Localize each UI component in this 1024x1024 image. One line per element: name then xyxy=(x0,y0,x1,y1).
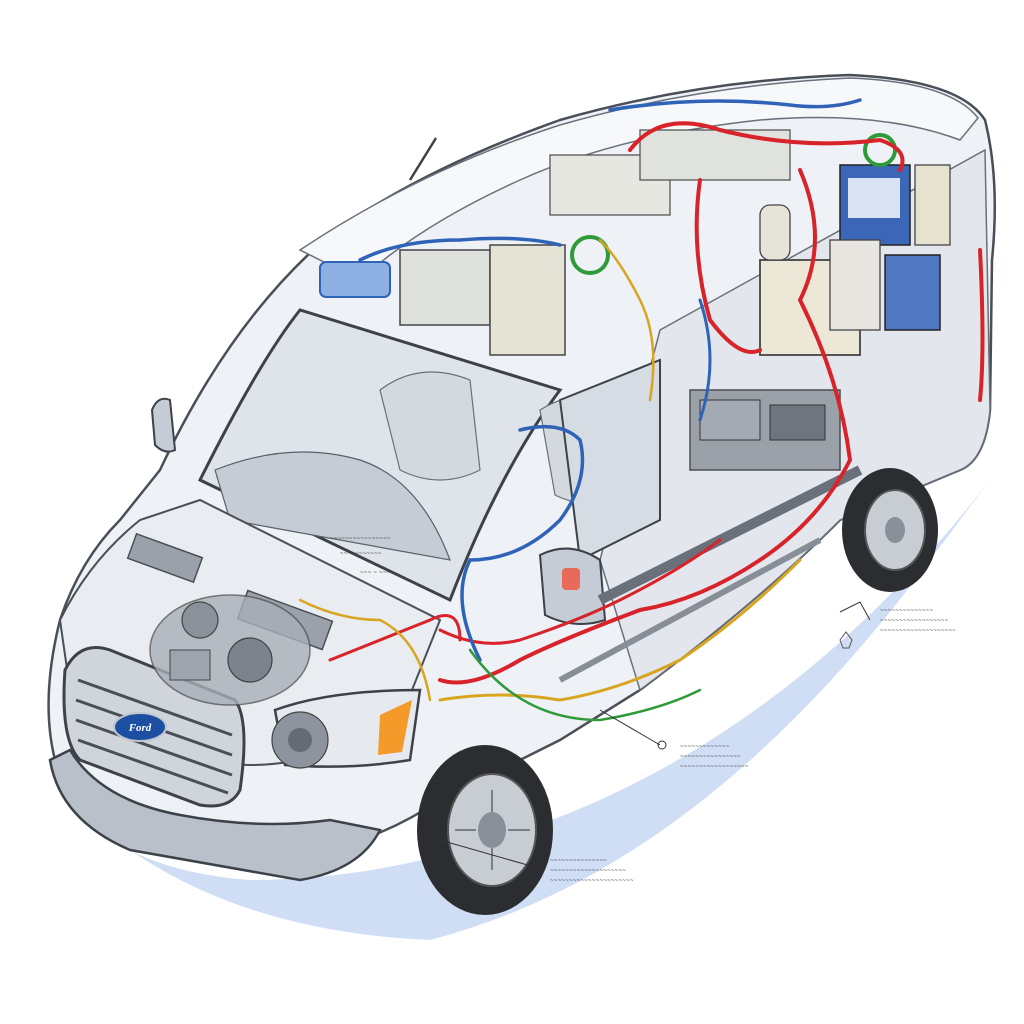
svg-text:~~~~~~~~~~~~~~~: ~~~~~~~~~~~~~~~ xyxy=(550,858,607,864)
svg-text:~~~~~~~~~~~~~~~~~~~~: ~~~~~~~~~~~~~~~~~~~~ xyxy=(550,868,626,874)
side-door-window xyxy=(558,358,661,562)
left-mirror xyxy=(150,397,177,453)
svg-text:~~~~~~~~~~~~~~~~~~~~~~: ~~~~~~~~~~~~~~~~~~~~~~ xyxy=(550,878,634,884)
front-wheel xyxy=(417,745,553,915)
svg-text:~~~~~~~~~~~~~~~~: ~~~~~~~~~~~~~~~~ xyxy=(680,754,741,760)
front-bumper xyxy=(48,748,382,882)
hood-vent-left xyxy=(126,532,204,584)
chassis-components xyxy=(558,389,863,683)
driver-seat xyxy=(379,371,481,481)
brand-badge-text: Ford xyxy=(128,722,152,734)
callout-dash: ~~~~~~~~~~~~~~~~ ~~~~~~~~~~~ ~~~ ~ ~~~ xyxy=(330,536,391,576)
svg-text:~~~~~~~~~~~~~~~~~~: ~~~~~~~~~~~~~~~~~~ xyxy=(880,618,949,624)
mirror-indicator xyxy=(562,568,580,590)
svg-text:~~~~~~~~~~~~~~~~: ~~~~~~~~~~~~~~~~ xyxy=(330,536,391,542)
roof-equipment xyxy=(319,129,951,356)
callout-rear: ~~~~~~~~~~~~~~ ~~~~~~~~~~~~~~~~~~ ~~~~~~… xyxy=(839,601,956,649)
brand-badge xyxy=(113,712,167,742)
rear-wheel xyxy=(842,468,938,592)
antenna xyxy=(408,137,438,181)
svg-text:~~~ ~ ~~~: ~~~ ~ ~~~ xyxy=(360,570,391,576)
dashboard xyxy=(214,451,451,561)
callout-side: ~~~~~~~~~~~~~ ~~~~~~~~~~~~~~~~ ~~~~~~~~~… xyxy=(599,709,749,770)
turn-signal xyxy=(378,700,412,755)
svg-text:~~~~~~~~~~~~~~: ~~~~~~~~~~~~~~ xyxy=(880,608,933,614)
svg-text:~~~~~~~~~~~: ~~~~~~~~~~~ xyxy=(340,551,382,557)
wiring-harness xyxy=(298,98,985,722)
engine-assembly xyxy=(149,594,329,769)
svg-text:~~~~~~~~~~~~~~~~~~~~: ~~~~~~~~~~~~~~~~~~~~ xyxy=(880,628,956,634)
roof-panel xyxy=(298,77,979,281)
svg-text:~~~~~~~~~~~~~: ~~~~~~~~~~~~~ xyxy=(680,744,730,750)
svg-text:~~~~~~~~~~~~~~~~~~: ~~~~~~~~~~~~~~~~~~ xyxy=(680,764,749,770)
callout-front: ~~~~~~~~~~~~~~~ ~~~~~~~~~~~~~~~~~~~~ ~~~… xyxy=(439,839,634,884)
